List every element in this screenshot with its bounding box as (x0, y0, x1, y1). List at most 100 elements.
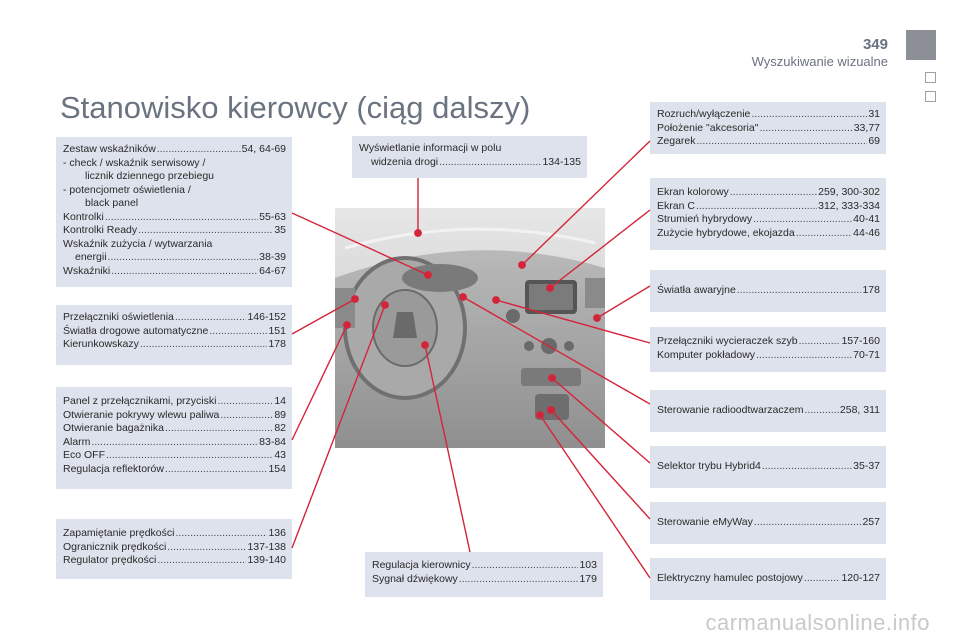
selector-box: Selektor trybu Hybrid435-37 (650, 446, 886, 488)
entry-label: Położenie "akcesoria" (657, 121, 759, 134)
index-entry: Sterowanie radioodtwarzaczem258, 311 (657, 404, 880, 418)
emyway-box: Sterowanie eMyWay257 (650, 502, 886, 544)
leader-dot (593, 314, 601, 322)
lighting-box: Przełączniki oświetlenia146-152 Światła … (56, 305, 292, 365)
entry-label: Rozruch/wyłączenie (657, 108, 751, 120)
index-entry: Sygnał dźwiękowy 179 (372, 573, 597, 587)
page-reference: 137-138 (247, 540, 286, 553)
page-reference: 64-67 (259, 264, 286, 277)
entry-label: Regulacja reflektorów (63, 462, 164, 475)
index-entry: Światła awaryjne178 (657, 284, 880, 298)
entry-label: Sygnał dźwiękowy (372, 572, 458, 585)
page-reference: 69 (868, 135, 880, 147)
page-reference: 44-46 (853, 226, 880, 239)
index-entry: Ekran kolorowy259, 300-302 (657, 186, 880, 200)
leader-line (462, 296, 651, 405)
page-reference: 259, 300-302 (818, 186, 880, 198)
leader-dot (492, 296, 500, 304)
leader-dot (548, 374, 556, 382)
index-entry: Położenie "akcesoria" 33,77 (657, 122, 880, 136)
leader-dot (546, 284, 554, 292)
entry-label: Zestaw wskaźników (63, 143, 156, 155)
hazard-box: Światła awaryjne178 (650, 270, 886, 312)
entry-label: Przełączniki oświetlenia (63, 311, 174, 323)
entry-label: Sterowanie eMyWay (657, 516, 753, 528)
leader-dot (351, 295, 359, 303)
leader-line (539, 414, 651, 579)
entry-label: Zegarek (657, 135, 696, 147)
page-reference: 89 (274, 408, 286, 421)
entry-label: black panel (85, 197, 139, 209)
entry-label: Eco OFF (63, 449, 106, 461)
page-reference: 139-140 (247, 554, 286, 566)
leader-dot (536, 411, 544, 419)
index-entry: Zestaw wskaźników 54, 64-69 (63, 143, 286, 157)
index-entry: black panel (63, 197, 286, 211)
entry-label: energii (75, 251, 107, 263)
leader-line (549, 209, 651, 289)
leader-dot (518, 261, 526, 269)
index-entry: widzenia drogi134-135 (359, 156, 581, 170)
page-reference: 33,77 (853, 121, 880, 134)
instruments-box: Zestaw wskaźników 54, 64-69 - check / wsk… (56, 137, 292, 287)
index-entry: Wskaźniki 64-67 (63, 265, 286, 279)
entry-label: Wskaźnik zużycia / wytwarzania (63, 237, 213, 250)
page-reference: 157-160 (841, 335, 880, 347)
index-entry: Kontrolki Ready35 (63, 224, 286, 238)
page-reference: 83-84 (259, 435, 286, 448)
leader-line (291, 212, 429, 276)
leader-dot (381, 301, 389, 309)
index-entry: Zegarek 69 (657, 135, 880, 149)
leader-line (291, 304, 386, 549)
index-entry: Regulacja reflektorów154 (63, 463, 286, 477)
page-reference: 14 (274, 395, 286, 407)
page-reference: 54, 64-69 (241, 143, 286, 155)
chapter-tab-small-1[interactable] (925, 72, 936, 83)
page-reference: 136 (268, 527, 286, 539)
steering-box: Regulacja kierownicy103 Sygnał dźwiękowy… (365, 552, 603, 597)
start-box: Rozruch/wyłączenie31 Położenie "akcesori… (650, 102, 886, 154)
section-label: Wyszukiwanie wizualne (751, 54, 888, 69)
page-reference: 312, 333-334 (818, 199, 880, 212)
page-reference: 55-63 (259, 210, 286, 223)
page-reference: 40-41 (853, 213, 880, 225)
leader-dot (414, 229, 422, 237)
index-entry: - potencjometr oświetlenia / (63, 184, 286, 198)
index-entry: Zapamiętanie prędkości 136 (63, 527, 286, 541)
entry-label: Ekran C (657, 199, 695, 212)
leader-line (551, 377, 651, 464)
index-entry: Rozruch/wyłączenie31 (657, 108, 880, 122)
leader-line (550, 409, 651, 520)
index-entry: Regulacja kierownicy103 (372, 559, 597, 573)
entry-label: - check / wskaźnik serwisowy / (63, 156, 206, 169)
chapter-tab[interactable] (906, 30, 936, 60)
entry-label: Regulator prędkości (63, 554, 157, 566)
index-entry: Otwieranie pokrywy wlewu paliwa89 (63, 409, 286, 423)
entry-label: Elektryczny hamulec postojowy (657, 572, 803, 584)
leader-line (424, 344, 471, 553)
index-entry: Otwieranie bagażnika82 (63, 422, 286, 436)
page-reference: 120-127 (841, 572, 880, 584)
entry-label: widzenia drogi (371, 155, 439, 168)
page-reference: 179 (579, 572, 597, 585)
entry-label: Alarm (63, 435, 91, 448)
entry-label: Wskaźniki (63, 264, 111, 277)
page-reference: 43 (274, 449, 286, 461)
page-reference: 151 (268, 324, 286, 337)
entry-label: Otwieranie bagażnika (63, 422, 164, 434)
entry-label: Przełączniki wycieraczek szyb (657, 335, 798, 347)
entry-label: licznik dziennego przebiegu (85, 170, 214, 182)
panel-box: Panel z przełącznikami, przyciski14 Otwi… (56, 387, 292, 489)
radio-box: Sterowanie radioodtwarzaczem258, 311 (650, 390, 886, 432)
dashboard-photo (335, 208, 605, 448)
entry-label: Strumień hybrydowy (657, 213, 753, 225)
index-entry: Selektor trybu Hybrid435-37 (657, 460, 880, 474)
chapter-tab-small-2[interactable] (925, 91, 936, 102)
entry-label: Zapamiętanie prędkości (63, 527, 175, 539)
entry-label: Ogranicznik prędkości (63, 540, 167, 553)
entry-label: Sterowanie radioodtwarzaczem (657, 404, 804, 416)
page-reference: 70-71 (853, 348, 880, 361)
index-entry: licznik dziennego przebiegu (63, 170, 286, 184)
page-title: Stanowisko kierowcy (ciąg dalszy) (60, 90, 531, 125)
